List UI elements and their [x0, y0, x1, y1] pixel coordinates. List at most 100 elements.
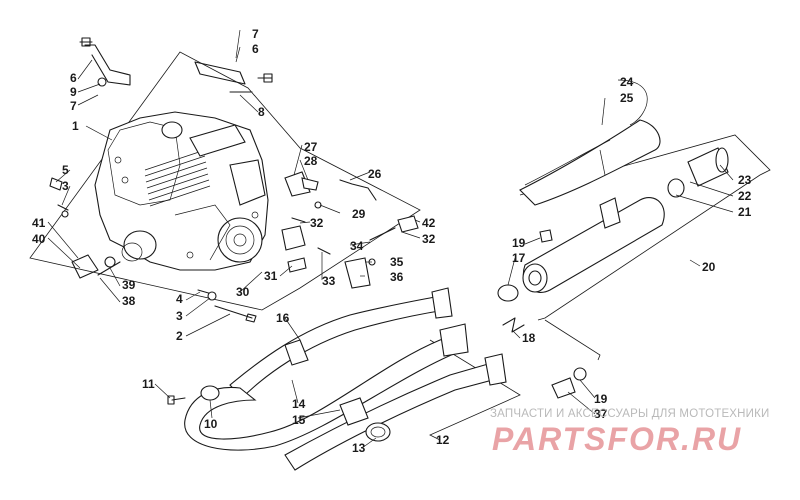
label-24: 24: [620, 75, 634, 89]
headpipe-15-joint: [339, 397, 369, 426]
muffler-assembly: [497, 119, 729, 399]
label-39: 39: [122, 278, 136, 292]
label-5: 5: [62, 163, 69, 177]
case-bolt-3: [186, 251, 194, 259]
label-42: 42: [422, 216, 436, 230]
label-18: 18: [522, 331, 536, 345]
label-25: 25: [620, 91, 634, 105]
muffler-inlet-inner: [528, 270, 542, 286]
label-34: 34: [350, 239, 364, 253]
label-28: 28: [304, 154, 318, 168]
label-22: 22: [738, 189, 752, 203]
washer-3-top: [57, 204, 69, 211]
part-number-labels: 7 6 6 9 7 8 1 5 3 41 40 39 38 4 3 2 30 2…: [32, 27, 752, 455]
gasket-21: [667, 178, 685, 198]
grommet-19-bottom: [573, 367, 587, 381]
headpipe-16-flange: [431, 287, 453, 319]
label-30: 30: [236, 285, 250, 299]
engine-mount-bracket-right: [194, 61, 246, 85]
label-1: 1: [72, 119, 79, 133]
fastener-39: [104, 256, 116, 268]
bolt-33: [317, 247, 331, 255]
spring-18: [502, 317, 525, 333]
oil-filter-end: [121, 242, 143, 262]
label-35: 35: [390, 255, 404, 269]
clamp-13-inner: [370, 426, 386, 438]
bolt-2: [214, 305, 257, 323]
engine-mount-bracket-left: [84, 44, 131, 86]
intake-boot: [161, 121, 183, 139]
bracket-42: [397, 215, 419, 233]
oil-filter: [123, 230, 157, 260]
rod-34: [369, 227, 396, 241]
engine-assembly: [94, 111, 269, 271]
label-40: 40: [32, 232, 46, 246]
bolt-11: [167, 395, 186, 405]
label-37: 37: [594, 407, 608, 421]
headpipe-14-flange: [439, 323, 469, 357]
label-7-top: 7: [252, 27, 259, 41]
flywheel-cover-inner: [225, 225, 255, 255]
stud-5: [49, 177, 63, 191]
sensor-26: [339, 179, 377, 201]
muffler-mount-tab: [599, 197, 621, 229]
label-4: 4: [176, 292, 183, 306]
label-19-top: 19: [512, 236, 526, 250]
label-23: 23: [738, 173, 752, 187]
watermark-brand: PARTSFOR.RU: [492, 421, 742, 457]
grommet-31: [287, 257, 307, 273]
clip-28: [301, 177, 319, 191]
bolt-6-right: [257, 73, 273, 83]
exhaust-headpipes: [167, 287, 507, 471]
heat-shield-rib: [599, 149, 606, 176]
spark-arrestor-end: [715, 147, 729, 173]
label-27: 27: [304, 140, 318, 154]
linkage-38: [97, 261, 121, 276]
label-13: 13: [352, 441, 366, 455]
grommet-19-top: [539, 229, 553, 243]
heat-shield: [519, 119, 661, 206]
label-15: 15: [292, 413, 306, 427]
cylinder-fins: [144, 149, 211, 207]
label-26: 26: [368, 167, 382, 181]
label-29: 29: [352, 207, 366, 221]
heat-shield-edge: [524, 139, 611, 186]
label-9: 9: [70, 85, 77, 99]
engine-side-cover: [229, 159, 266, 206]
gasket-17: [497, 284, 519, 302]
bracket-40-41: [71, 254, 99, 279]
label-32-left: 32: [310, 216, 324, 230]
label-8: 8: [258, 105, 265, 119]
label-6-top: 6: [252, 42, 259, 56]
watermark-tagline: ЗАПЧАСТИ И АКСЕССУАРЫ ДЛЯ МОТОТЕХНИКИ: [490, 408, 770, 420]
cylinder-head: [107, 121, 181, 206]
label-21: 21: [738, 205, 752, 219]
label-10: 10: [204, 417, 218, 431]
nut-3-top: [61, 210, 69, 218]
headpipe-16-joint: [284, 339, 309, 366]
bracket-36: [344, 257, 371, 289]
flywheel-cover-hub: [233, 233, 247, 247]
bracket-30: [281, 225, 306, 251]
headpipe-16: [229, 295, 446, 399]
engine-frame: [29, 51, 421, 311]
label-38: 38: [122, 294, 136, 308]
label-16: 16: [276, 311, 290, 325]
flange-10: [200, 385, 220, 401]
fastener-29: [314, 201, 322, 209]
label-3-left: 3: [62, 179, 69, 193]
watermark: ЗАПЧАСТИ И АКСЕССУАРЫ ДЛЯ МОТОТЕХНИКИ PA…: [490, 408, 770, 457]
label-12: 12: [436, 433, 450, 447]
label-36: 36: [390, 270, 404, 284]
label-31: 31: [264, 269, 278, 283]
muffler-frame: [519, 134, 771, 321]
case-bolt-2: [121, 176, 129, 184]
label-32-right: 32: [422, 232, 436, 246]
nut-9: [97, 77, 107, 87]
bolt-32-top: [291, 217, 306, 223]
case-bolt-1: [114, 156, 122, 164]
label-11: 11: [142, 377, 155, 391]
headpipe-14: [184, 334, 464, 451]
mount-hardware-top: [79, 37, 273, 93]
